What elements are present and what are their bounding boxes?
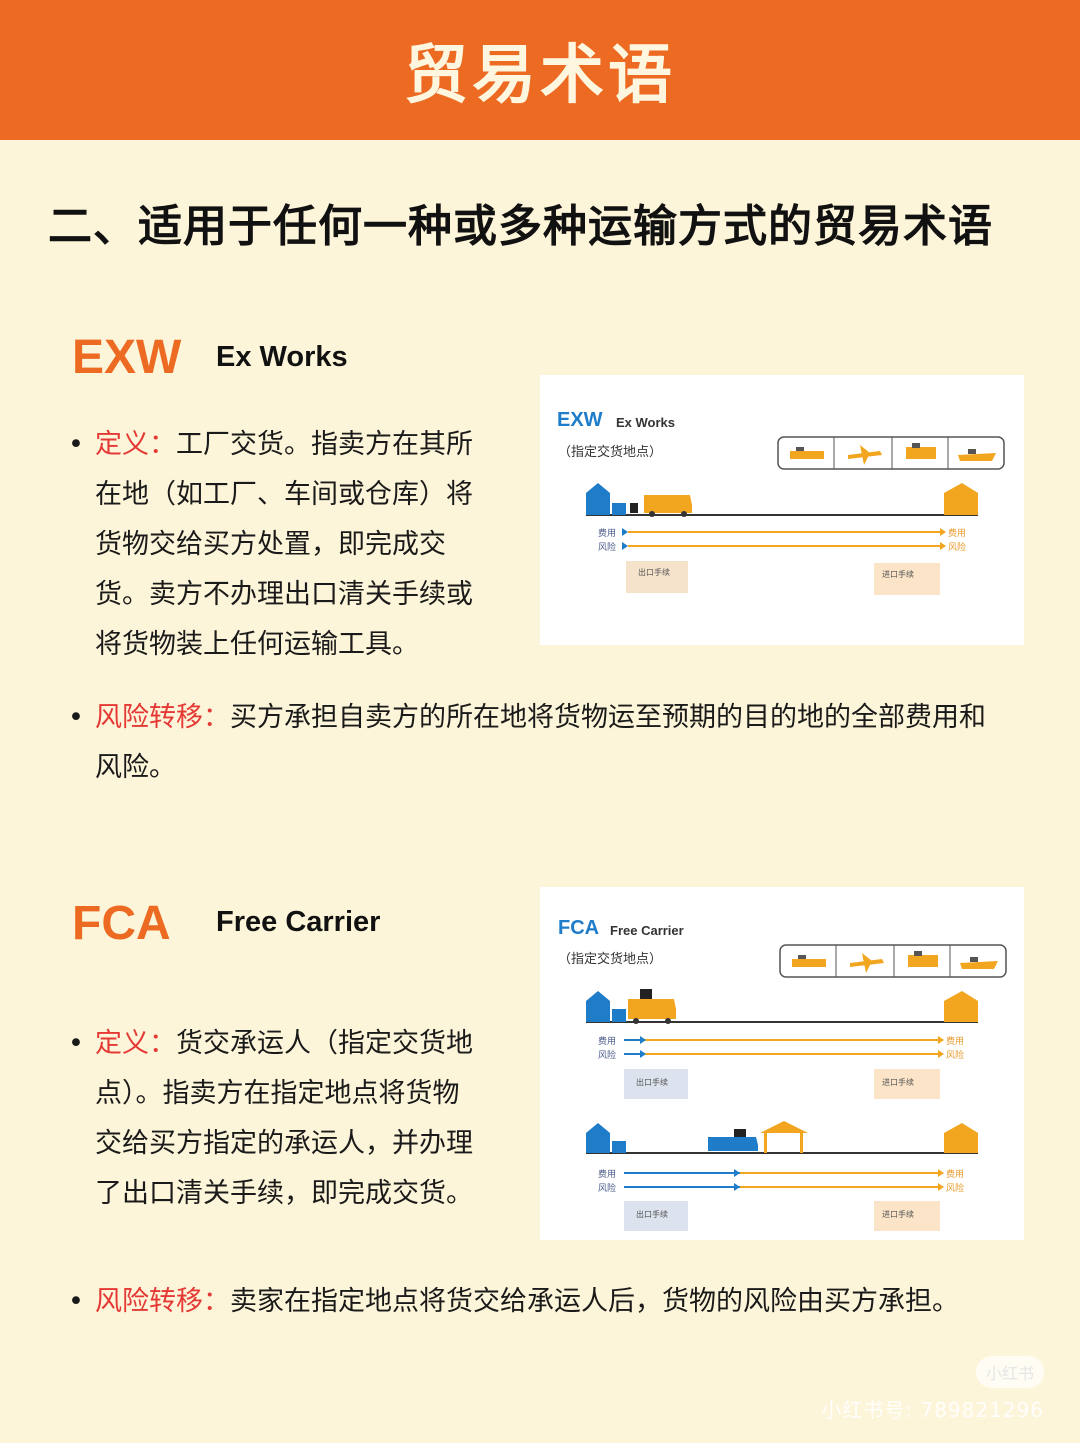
fca-risk-line: 卖家在指定地点将货交给承运人后，货物的风险由买方承担。 <box>230 1286 959 1317</box>
exw-risk-label-left: 风险 <box>598 543 617 553</box>
fca-risk-label-right-2: 风险 <box>946 1184 965 1194</box>
exw-diagram: EXW Ex Works （指定交货地点） 费用 风险 费用 风险 出口手续 进… <box>540 375 1024 645</box>
fca-risk-label-right: 风险 <box>946 1051 965 1061</box>
fca-risk-label-left: 风险 <box>598 1051 617 1061</box>
exw-name: Ex Works <box>216 341 348 373</box>
exw-definition-line: 货物交给买方处置，即完成交 <box>95 529 446 560</box>
fca-figure-place: （指定交货地点） <box>558 952 663 967</box>
exw-figure-code: EXW <box>557 409 603 431</box>
fca-risk-label: 风险转移： <box>95 1286 230 1317</box>
bullet-dot: • <box>68 702 84 733</box>
exw-export-label: 出口手续 <box>638 568 670 577</box>
fca-diagram-graphic <box>586 944 1007 1231</box>
bullet-dot: • <box>68 1028 84 1059</box>
fca-definition-line: 点）。指卖方在指定地点将货物 <box>95 1078 460 1109</box>
exw-import-label: 进口手续 <box>882 570 914 579</box>
exw-figure-place: （指定交货地点） <box>558 445 663 460</box>
fca-cost-label-left: 费用 <box>598 1037 617 1047</box>
fca-import-label-2: 进口手续 <box>882 1210 914 1219</box>
fca-definition-line: 了出口清关手续，即完成交货。 <box>95 1178 473 1209</box>
exw-cost-label-left: 费用 <box>598 529 617 539</box>
fca-definition-line: 交给买方指定的承运人，并办理 <box>95 1128 473 1159</box>
exw-risk-label-right: 风险 <box>948 543 967 553</box>
exw-risk: • 风险转移：买方承担自卖方的所在地将货物运至预期的目的地的全部费用和 风险。 <box>68 693 1035 793</box>
fca-export-label-2: 出口手续 <box>636 1210 668 1219</box>
exw-definition-line: 货。卖方不办理出口清关手续或 <box>95 579 473 610</box>
exw-diagram-graphic <box>586 436 1005 595</box>
bullet-dot: • <box>68 1286 84 1317</box>
exw-definition-line: 将货物装上任何运输工具。 <box>95 629 419 660</box>
fca-export-label: 出口手续 <box>636 1078 668 1087</box>
exw-risk-line: 买方承担自卖方的所在地将货物运至预期的目的地的全部费用和 <box>230 702 986 733</box>
fca-risk-label-left-2: 风险 <box>598 1184 617 1194</box>
fca-figure-name: Free Carrier <box>610 923 684 938</box>
exw-definition-line: 在地（如工厂、车间或仓库）将 <box>95 479 473 510</box>
section-title: 二、适用于任何一种或多种运输方式的贸易术语 <box>48 201 993 252</box>
fca-code: FCA <box>72 897 171 950</box>
watermark-logo: 小红书 <box>976 1356 1044 1388</box>
bullet-dot: • <box>68 429 84 460</box>
fca-cost-label-right: 费用 <box>946 1037 965 1047</box>
fca-import-label: 进口手续 <box>882 1078 914 1087</box>
exw-risk-line: 风险。 <box>95 752 176 783</box>
page-title: 贸易术语 <box>404 39 676 113</box>
exw-definition-label: 定义： <box>95 429 176 460</box>
fca-definition-line: 货交承运人（指定交货地 <box>176 1028 473 1059</box>
exw-cost-label-right: 费用 <box>948 529 967 539</box>
exw-definition-line: 工厂交货。指卖方在其所 <box>176 429 473 460</box>
exw-figure-name: Ex Works <box>616 415 676 430</box>
fca-cost-label-right-2: 费用 <box>946 1170 965 1180</box>
fca-definition: • 定义：货交承运人（指定交货地 点）。指卖方在指定地点将货物 交给买方指定的承… <box>68 1019 495 1219</box>
fca-cost-label-left-2: 费用 <box>598 1170 617 1180</box>
exw-risk-label: 风险转移： <box>95 702 230 733</box>
fca-figure-code: FCA <box>558 917 600 939</box>
fca-name: Free Carrier <box>216 906 381 938</box>
watermark-text: 小红书号: 789821296 <box>821 1398 1044 1422</box>
header-bar: 贸易术语 <box>0 0 1080 140</box>
fca-definition-label: 定义： <box>95 1028 176 1059</box>
fca-diagram: FCA Free Carrier （指定交货地点） 费用 风险 费用 风险 出口… <box>540 887 1024 1240</box>
exw-definition: • 定义：工厂交货。指卖方在其所 在地（如工厂、车间或仓库）将 货物交给买方处置… <box>68 420 495 670</box>
exw-code: EXW <box>72 331 182 384</box>
fca-risk: • 风险转移：卖家在指定地点将货交给承运人后，货物的风险由买方承担。 <box>68 1277 1035 1327</box>
